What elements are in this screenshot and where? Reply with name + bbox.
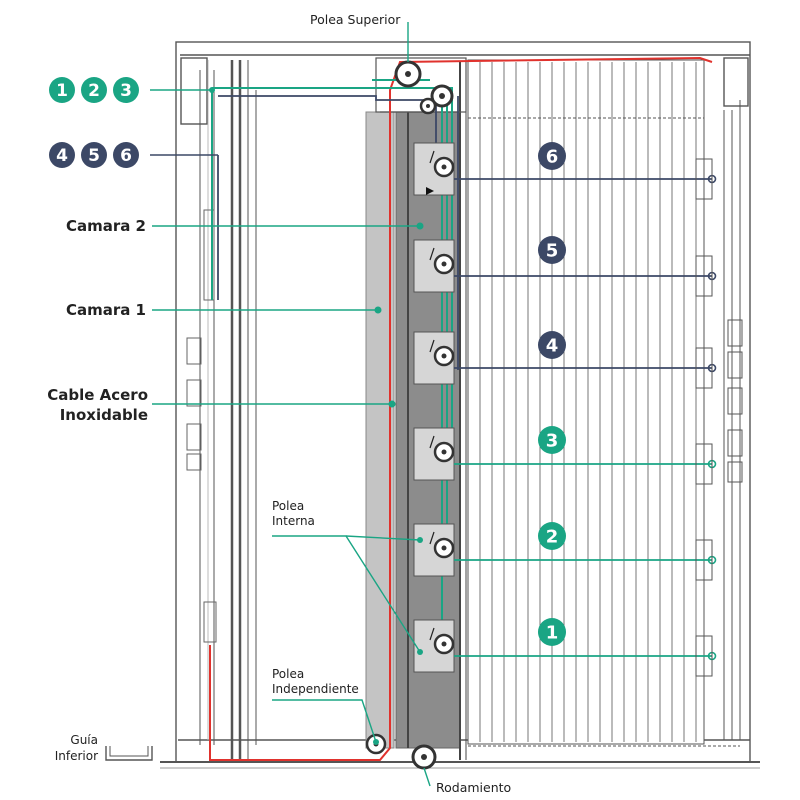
pulley-module <box>413 239 455 293</box>
panel-badge: 6 <box>538 142 566 170</box>
camara-1-label: Camara 1 <box>66 301 146 319</box>
svg-text:6: 6 <box>120 146 132 166</box>
cable-label-line1: Cable Acero <box>47 386 148 404</box>
svg-text:1: 1 <box>546 622 559 643</box>
guia-inferior-label-line2: Inferior <box>55 749 98 763</box>
pulley-module <box>413 619 455 673</box>
panel-badge: 4 <box>538 331 566 359</box>
top-guide-pulleys <box>419 84 454 115</box>
cord-line <box>454 255 717 297</box>
cord-line <box>454 443 717 485</box>
left-clips <box>186 209 217 643</box>
cord-line <box>454 158 717 200</box>
panel-badge: 2 <box>538 522 566 550</box>
panel-badge: 1 <box>538 618 566 646</box>
legend-badge-green: 2 <box>81 77 107 103</box>
cord-line <box>454 347 717 389</box>
legend-badge-green: 3 <box>113 77 139 103</box>
polea-independiente-label-line2: Independiente <box>272 682 359 696</box>
rodamiento-label: Rodamiento <box>436 780 511 795</box>
polea-superior-pulley <box>394 60 422 88</box>
legend-badge-navy: 4 <box>49 142 75 168</box>
panel-badge: 5 <box>538 236 566 264</box>
svg-text:1: 1 <box>56 81 68 101</box>
leader-dots <box>209 87 424 745</box>
guia-inferior-label-line1: Guía <box>70 733 98 747</box>
left-rail <box>199 60 257 760</box>
polea-interna-label-line1: Polea <box>272 499 304 513</box>
pulley-module <box>413 427 455 481</box>
svg-text:4: 4 <box>56 146 68 166</box>
polea-superior-label: Polea Superior <box>310 12 401 27</box>
legend-badge-green: 1 <box>49 77 75 103</box>
pleated-shade <box>467 59 740 747</box>
polea-independiente-label-line1: Polea <box>272 667 304 681</box>
svg-text:6: 6 <box>546 146 559 167</box>
svg-text:3: 3 <box>120 81 132 101</box>
svg-text:3: 3 <box>546 430 559 451</box>
pulley-module <box>413 331 455 385</box>
red-cable <box>209 56 713 761</box>
pulley-modules <box>413 142 455 673</box>
cord-lines <box>454 158 717 677</box>
pulley-module <box>413 523 455 577</box>
outer-frame <box>160 41 760 769</box>
navy-cables <box>217 95 459 370</box>
camara-2-label: Camara 2 <box>66 217 146 235</box>
arrow-marker <box>426 187 434 195</box>
panel-badges: 6 5 4 3 2 1 <box>538 142 566 646</box>
svg-text:5: 5 <box>88 146 100 166</box>
cord-line <box>454 635 717 677</box>
svg-text:5: 5 <box>546 240 559 261</box>
pulley-module <box>413 142 455 196</box>
panel-badge: 3 <box>538 426 566 454</box>
legend-badge-navy: 5 <box>81 142 107 168</box>
legend-badge-navy: 6 <box>113 142 139 168</box>
guia-inferior-bracket <box>105 746 153 761</box>
svg-text:2: 2 <box>88 81 100 101</box>
svg-text:2: 2 <box>546 526 559 547</box>
leader-lines <box>150 22 431 787</box>
rodamiento-bearing <box>411 744 437 770</box>
svg-text:4: 4 <box>546 335 559 356</box>
right-rail <box>723 100 743 740</box>
polea-interna-label-line2: Interna <box>272 514 315 528</box>
cable-label-line2: Inoxidable <box>60 406 148 424</box>
cord-line <box>454 539 717 581</box>
